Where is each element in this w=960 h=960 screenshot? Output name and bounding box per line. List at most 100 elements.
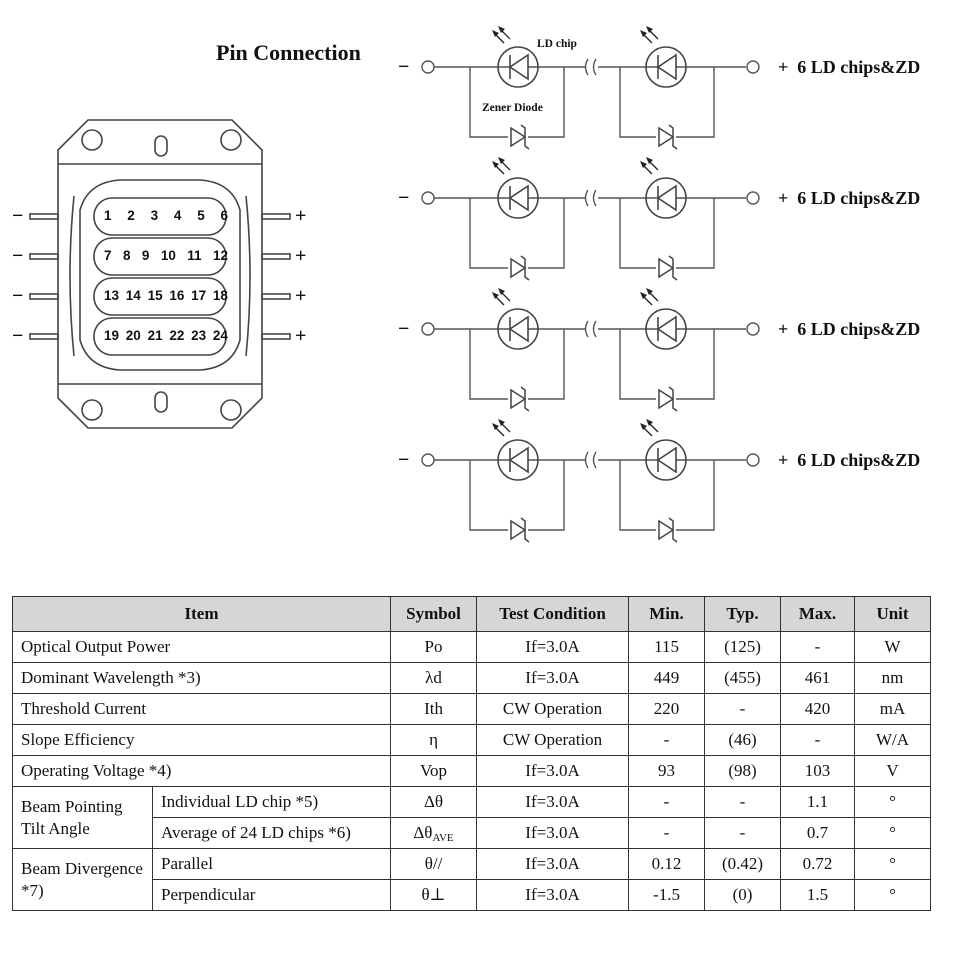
cell-max: 420 (780, 693, 856, 725)
table-row: Beam Pointing Tilt Angle Individual LD c… (12, 786, 932, 849)
pin-number: 20 (125, 328, 141, 343)
cell-subitem: Perpendicular (151, 879, 392, 911)
cell-subitem: Individual LD chip *5) (151, 786, 392, 818)
circuit-minus-label: − (398, 56, 410, 78)
cell-unit: V (854, 755, 932, 787)
cell-condition: If=3.0A (476, 631, 630, 663)
cell-typ: - (704, 786, 782, 818)
circuit-minus-label: − (398, 318, 410, 340)
cell-min: - (628, 817, 706, 849)
package-plus-label: + (295, 245, 307, 267)
cell-unit: ° (854, 879, 932, 911)
ld-chip-label: LD chip (537, 38, 577, 50)
cell-min: - (628, 786, 706, 818)
pin-number: 22 (169, 328, 185, 343)
circuit-minus-label: − (398, 449, 410, 471)
cell-subitem: Average of 24 LD chips *6) (151, 817, 392, 849)
pin-number: 15 (147, 288, 163, 303)
circuit-minus-label: − (398, 187, 410, 209)
cell-max: - (780, 724, 856, 756)
cell-typ: - (704, 817, 782, 849)
pin-number: 11 (187, 248, 202, 263)
table-row: Perpendicular θ⊥ If=3.0A -1.5 (0) 1.5 ° (13, 879, 932, 911)
cell-condition: If=3.0A (476, 786, 630, 818)
header-unit: Unit (854, 596, 932, 632)
header-min: Min. (628, 596, 706, 632)
circuit-row-4 (422, 419, 759, 542)
cell-min: - (628, 724, 706, 756)
pin-connection-diagram (29, 0, 960, 590)
pin-number: 21 (147, 328, 163, 343)
cell-typ: (125) (704, 631, 782, 663)
pin-number: 3 (150, 208, 159, 223)
cell-item: Slope Efficiency (11, 724, 392, 756)
pin-number: 10 (160, 248, 176, 263)
cell-min: 220 (628, 693, 706, 725)
cell-unit: nm (854, 662, 932, 694)
cell-symbol: Vop (390, 755, 478, 787)
spec-table: Item Symbol Test Condition Min. Typ. Max… (11, 596, 932, 911)
cell-condition: CW Operation (476, 693, 630, 725)
cell-max: - (780, 631, 856, 663)
pin-number: 7 (104, 248, 112, 263)
cell-subitem: Parallel (151, 848, 392, 880)
cell-group-tilt: Beam Pointing Tilt Angle (12, 786, 153, 849)
pin-number: 24 (212, 328, 228, 343)
cell-max: 103 (780, 755, 856, 787)
cell-symbol: θ⊥ (390, 879, 478, 911)
cell-min: 0.12 (628, 848, 706, 880)
cell-group-divergence: Beam Divergence *7) (12, 848, 153, 911)
circuit-row-label: + 6 LD chips&ZD (778, 57, 921, 77)
cell-unit: W/A (854, 724, 932, 756)
cell-item: Operating Voltage *4) (11, 755, 392, 787)
cell-symbol: Po (390, 631, 478, 663)
pin-number: 9 (141, 248, 150, 263)
header-typ: Typ. (704, 596, 782, 632)
header-max: Max. (780, 596, 856, 632)
cell-max: 0.72 (780, 848, 856, 880)
cell-max: 1.5 (780, 879, 856, 911)
cell-typ: (46) (704, 724, 782, 756)
pin-number: 17 (191, 288, 207, 303)
cell-symbol: Δθ (390, 786, 478, 818)
cell-unit: ° (854, 817, 932, 849)
circuit-row-3 (422, 288, 759, 411)
table-row: Beam Divergence *7) Parallel θ// If=3.0A… (12, 848, 932, 911)
pin-number: 6 (220, 208, 228, 223)
header-test-condition: Test Condition (476, 596, 630, 632)
cell-max: 0.7 (780, 817, 856, 849)
cell-max: 461 (780, 662, 856, 694)
cell-unit: W (854, 631, 932, 663)
package-outline (29, 119, 291, 429)
cell-min: 115 (628, 631, 706, 663)
cell-condition: If=3.0A (476, 662, 630, 694)
table-row: Optical Output Power Po If=3.0A 115 (125… (11, 631, 932, 663)
cell-typ: - (704, 693, 782, 725)
cell-max: 1.1 (780, 786, 856, 818)
package-plus-label: + (295, 285, 307, 307)
circuit-row-label: + 6 LD chips&ZD (778, 188, 921, 208)
pin-number: 23 (191, 328, 207, 343)
circuit-row-2 (422, 157, 759, 280)
cell-min: 93 (628, 755, 706, 787)
cell-unit: mA (854, 693, 932, 725)
cell-min: 449 (628, 662, 706, 694)
header-item: Item (11, 596, 392, 632)
header-symbol: Symbol (390, 596, 478, 632)
cell-symbol: θ// (390, 848, 478, 880)
cell-typ: (0) (704, 879, 782, 911)
pin-number: 18 (212, 288, 228, 303)
cell-typ: (455) (704, 662, 782, 694)
pin-number: 2 (127, 208, 135, 223)
cell-item: Threshold Current (11, 693, 392, 725)
cell-symbol: λd (390, 662, 478, 694)
cell-typ: (0.42) (704, 848, 782, 880)
pin-number: 4 (173, 208, 182, 223)
cell-unit: ° (854, 848, 932, 880)
table-row: Dominant Wavelength *3) λd If=3.0A 449 (… (11, 662, 932, 694)
circuit-row-1 (422, 26, 759, 149)
